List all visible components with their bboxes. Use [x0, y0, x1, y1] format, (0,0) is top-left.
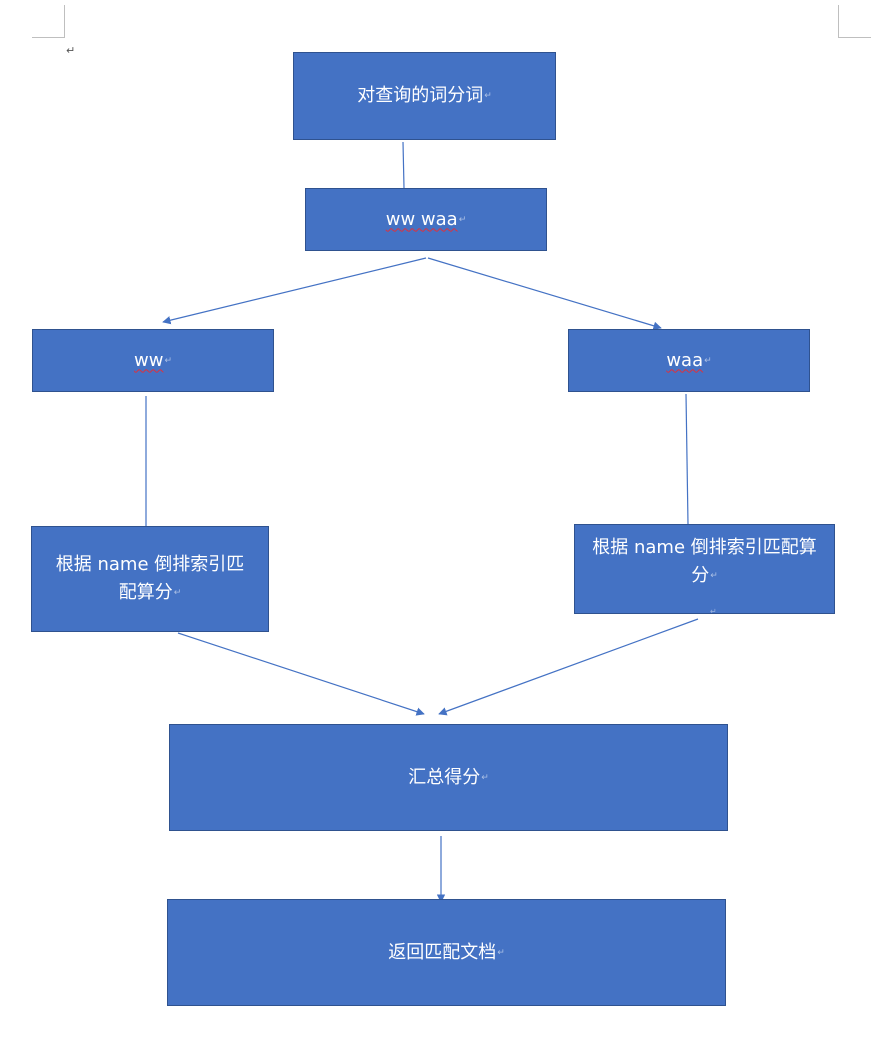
connector-tokenize-to-terms [402, 141, 405, 189]
paragraph-mark-icon: ↵ [481, 772, 489, 783]
node-match-score-right-label: 根据 name 倒排索引匹配算分 [592, 537, 817, 586]
paragraph-mark-icon: ↵ [173, 588, 182, 598]
paragraph-mark-icon: ↵ [164, 355, 172, 366]
paragraph-mark-icon: ↵ [458, 214, 467, 225]
connector-match-right-to-sum [438, 618, 699, 716]
node-return-documents-label: 返回匹配文档 [388, 941, 497, 963]
node-query-terms-label: ww waa [385, 208, 458, 230]
node-query-terms[interactable]: ww waa↵ [305, 188, 547, 251]
paragraph-mark-icon: ↵ [484, 91, 492, 101]
paragraph-mark-icon: ↵ [497, 947, 505, 958]
connector-match-left-to-sum [177, 632, 425, 716]
node-sum-score-label: 汇总得分 [408, 766, 481, 788]
connector-waa-to-match [685, 393, 689, 525]
node-match-score-left-label: 根据 name 倒排索引匹配算分 [55, 554, 245, 603]
connector-terms-to-ww [162, 257, 427, 325]
node-term-ww-label: ww [134, 349, 164, 371]
page-corner-top-left [32, 5, 65, 38]
paragraph-mark-icon: ↵ [704, 355, 712, 366]
paragraph-mark-icon: ↵ [710, 607, 717, 616]
paragraph-mark-icon: ↵ [710, 571, 718, 581]
paragraph-mark-icon: ↵ [66, 44, 76, 57]
node-tokenize-query-label: 对查询的词分词 [357, 85, 484, 106]
node-return-documents[interactable]: 返回匹配文档↵ [167, 899, 726, 1006]
node-sum-score[interactable]: 汇总得分↵ [169, 724, 728, 831]
node-tokenize-query[interactable]: 对查询的词分词↵ [293, 52, 556, 140]
node-term-ww[interactable]: ww↵ [32, 329, 274, 392]
node-term-waa-label: waa [666, 349, 704, 371]
connector-terms-to-waa [427, 257, 662, 330]
node-match-score-right[interactable]: 根据 name 倒排索引匹配算分↵ ↵ [574, 524, 835, 616]
node-term-waa[interactable]: waa↵ [568, 329, 810, 392]
page-corner-top-right [838, 5, 871, 38]
node-match-score-left[interactable]: 根据 name 倒排索引匹配算分↵ [31, 526, 269, 632]
